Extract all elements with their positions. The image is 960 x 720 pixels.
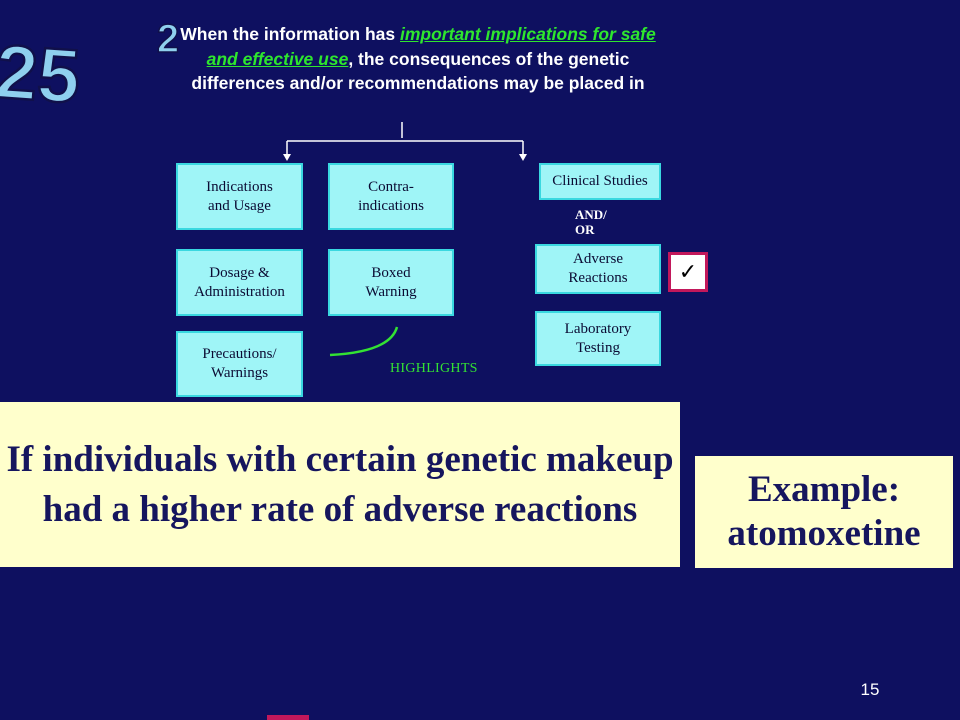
heading: When the information has important impli… xyxy=(168,22,668,96)
checkmark-icon: ✓ xyxy=(668,252,708,292)
box-clinical-studies: Clinical Studies xyxy=(539,163,661,200)
bottom-marker xyxy=(267,715,309,720)
box-indications: Indications and Usage xyxy=(176,163,303,230)
badge-number: 25 xyxy=(0,29,83,110)
heading-pre: When the information has xyxy=(180,24,400,44)
example-drug: atomoxetine xyxy=(727,513,921,554)
box-adverse-reactions: Adverse Reactions xyxy=(535,244,661,294)
and-or-label: AND/ OR xyxy=(575,207,607,237)
badge-sub-number: 2 xyxy=(157,17,179,61)
box-contraindications: Contra- indications xyxy=(328,163,454,230)
example-label: Example: xyxy=(747,469,901,510)
box-boxed-warning: Boxed Warning xyxy=(328,249,454,316)
slide-badge: 25 2 xyxy=(0,16,180,110)
box-laboratory-testing: Laboratory Testing xyxy=(535,311,661,366)
box-dosage-administration: Dosage & Administration xyxy=(176,249,303,316)
page-number: 15 xyxy=(860,680,880,699)
highlights-label: HIGHLIGHTS xyxy=(390,361,478,376)
example-callout: Example: atomoxetine xyxy=(695,456,953,568)
highlights-arc xyxy=(329,326,399,357)
heading-highlight: important implications for safe and effe… xyxy=(206,24,656,69)
heading-post: , the consequences of the genetic differ… xyxy=(191,48,645,94)
adverse-reactions-callout: If individuals with certain genetic make… xyxy=(0,402,680,567)
box-precautions-warnings: Precautions/ Warnings xyxy=(176,331,303,397)
